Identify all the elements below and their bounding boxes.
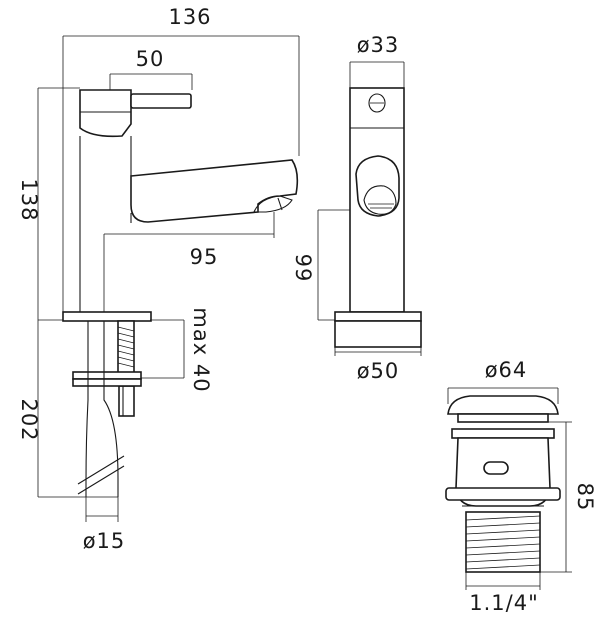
dimension-136: 136 [62,5,300,312]
dimension-202: 202 [17,319,118,498]
dimension-138: 138 [17,87,80,320]
base-flange [62,311,152,322]
dim-dia50-label: ø50 [357,359,400,383]
dim-85-label: 85 [573,483,597,512]
waste-flange [451,428,555,439]
dim-thread-label: 1.1/4" [469,591,539,615]
waste-view: ø64 85 [445,358,597,615]
tap-side-view: 136 50 138 202 [17,5,300,553]
dim-99-label: 99 [291,254,315,283]
waste-cap [447,395,559,415]
tap-body [79,136,132,312]
threaded-stud [117,320,135,417]
dimension-85: 85 [540,421,597,573]
front-lever-end [368,93,386,113]
dimension-thread: 1.1/4" [465,572,541,615]
dimension-max-40: max 40 [140,307,213,393]
flexible-tail [77,321,125,497]
front-base [334,311,422,322]
waste-overflow-slot [483,461,509,475]
waste-backnut [445,487,561,501]
dimension-50: 50 [109,47,193,90]
dimension-95: 95 [103,233,274,322]
dim-136-label: 136 [168,5,211,29]
waste-cap-ring [457,413,549,423]
lever-handle [79,89,192,138]
front-base-lower [334,320,422,348]
dim-dia64-label: ø64 [485,358,528,382]
dimension-dia-50: ø50 [334,347,422,383]
dim-dia15-label: ø15 [83,529,126,553]
spout [130,159,299,238]
dim-dia33-label: ø33 [357,33,400,57]
dimension-dia-15: ø15 [83,497,126,553]
dimension-dia-33: ø33 [349,33,405,88]
dim-max40-label: max 40 [189,307,213,392]
dim-95-label: 95 [190,245,219,269]
front-spout-outlet [355,155,400,217]
dim-138-label: 138 [17,178,41,221]
dimension-99: 99 [291,209,350,321]
dimension-dia-64: ø64 [447,358,559,404]
backnut-plate [72,371,142,387]
waste-thread [465,511,541,573]
tap-front-view: ø33 99 ø50 [291,33,422,383]
dim-50-label: 50 [136,47,165,71]
dim-202-label: 202 [17,398,41,441]
